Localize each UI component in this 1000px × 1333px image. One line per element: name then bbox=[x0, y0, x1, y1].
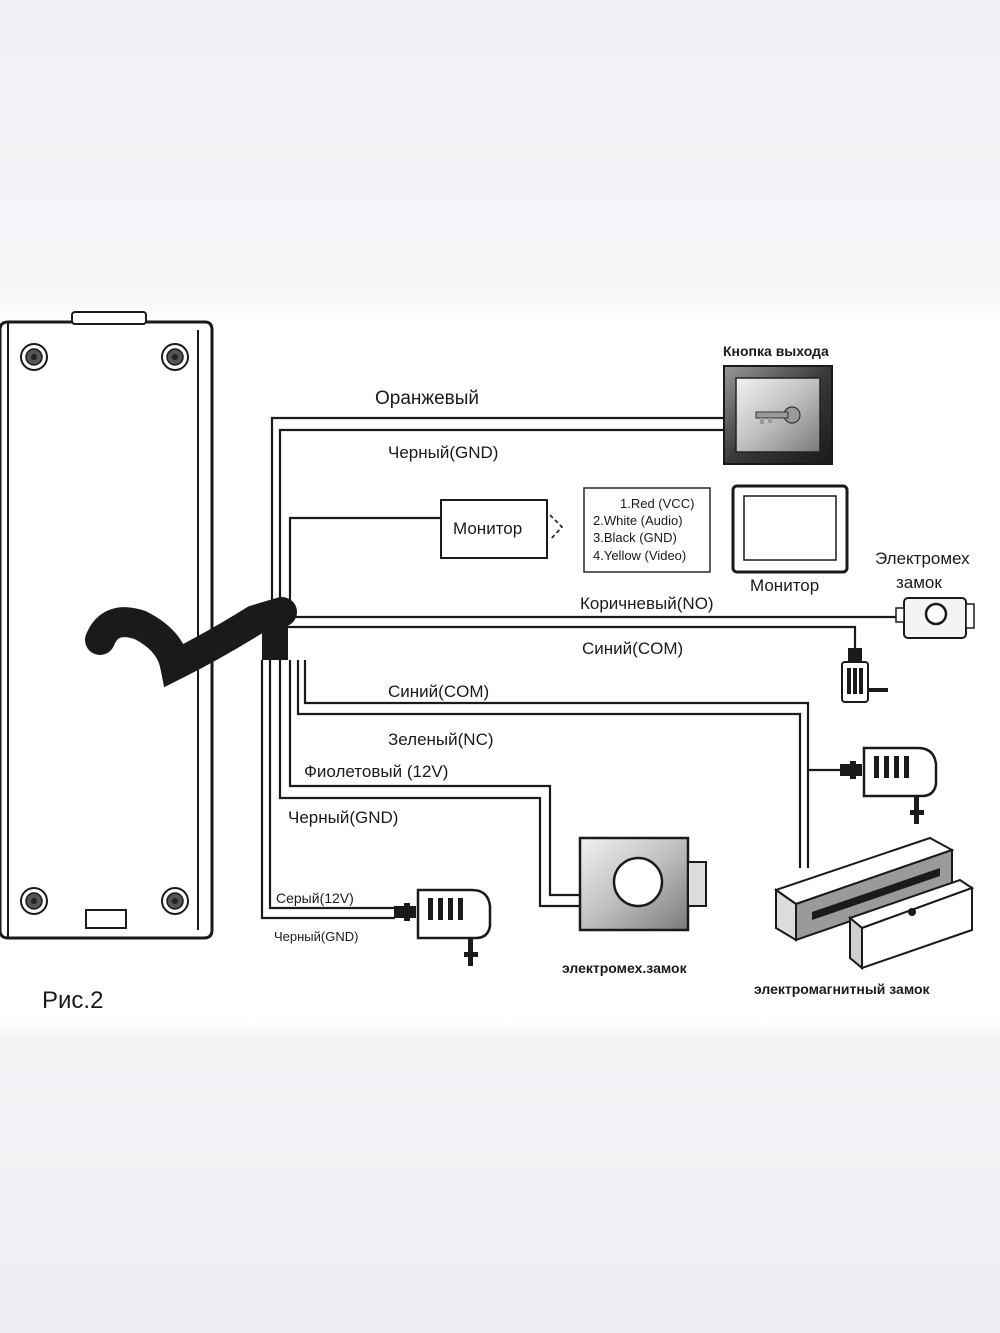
magnetic-lock-label: электромагнитный замок bbox=[754, 981, 931, 997]
screw-icon bbox=[161, 343, 189, 371]
pinout-line-2: 2.White (Audio) bbox=[593, 513, 683, 528]
screw-icon bbox=[161, 887, 189, 915]
wire-black-gnd-mid bbox=[278, 660, 580, 908]
figure-label: Рис.2 bbox=[42, 987, 103, 1014]
exit-button-device bbox=[723, 365, 833, 465]
electromech-lock-top-label-1: Электромех bbox=[875, 549, 970, 568]
wire-blue-com-left bbox=[303, 660, 810, 868]
electromech-lock-top-device bbox=[895, 597, 975, 639]
key-icon bbox=[755, 406, 801, 424]
monitor-box-label: Монитор bbox=[453, 519, 522, 538]
pinout-line-1: 1.Red (VCC) bbox=[620, 496, 694, 511]
wire-blue-com-right bbox=[288, 625, 857, 648]
wire-label-black-gnd-top: Черный(GND) bbox=[388, 443, 498, 462]
cable-bundle bbox=[85, 597, 297, 688]
electromech-lock-bottom-device bbox=[578, 836, 707, 932]
monitor-device bbox=[731, 484, 849, 574]
pinout-line-3: 3.Black (GND) bbox=[593, 530, 677, 545]
wire-label-green-nc: Зеленый(NC) bbox=[388, 730, 494, 749]
wire-orange bbox=[270, 416, 728, 612]
wire-black-gnd-top bbox=[278, 428, 728, 612]
power-adapter-icon bbox=[838, 746, 938, 826]
magnetic-lock-device bbox=[773, 836, 975, 971]
wire-label-blue-com-left: Синий(COM) bbox=[388, 682, 489, 701]
wire-green-nc bbox=[296, 660, 802, 868]
wire-monitor bbox=[288, 516, 440, 612]
pinout-line-4: 4.Yellow (Video) bbox=[593, 548, 686, 563]
labels: Кнопка выхода Оранжевый Черный(GND) Мони… bbox=[42, 343, 970, 1014]
screw-icon bbox=[20, 343, 48, 371]
wire-label-blue-com-right: Синий(COM) bbox=[582, 639, 683, 658]
electromech-lock-bottom-label: электромех.замок bbox=[562, 960, 688, 976]
exit-button-label: Кнопка выхода bbox=[723, 343, 829, 359]
pinout-box bbox=[583, 487, 711, 573]
monitor-device-label: Монитор bbox=[750, 576, 819, 595]
power-adapter-icon bbox=[392, 888, 492, 968]
wire-label-violet-12v: Фиолетовый (12V) bbox=[304, 762, 448, 781]
wire-label-grey-12v: Серый(12V) bbox=[276, 890, 354, 906]
wire-grey-12v bbox=[268, 660, 395, 910]
monitor-box bbox=[440, 499, 564, 559]
wires bbox=[260, 416, 905, 920]
screw-icon bbox=[20, 887, 48, 915]
power-plug-small-icon bbox=[841, 648, 888, 703]
wire-violet-12v bbox=[288, 660, 580, 897]
wire-label-brown-no: Коричневый(NO) bbox=[580, 594, 714, 613]
wire-label-orange: Оранжевый bbox=[375, 388, 479, 409]
wire-label-black-gnd-bottom: Черный(GND) bbox=[274, 929, 358, 944]
wire-label-black-gnd-mid: Черный(GND) bbox=[288, 808, 398, 827]
wire-black-gnd-bottom bbox=[260, 660, 395, 920]
electromech-lock-top-label-2: замок bbox=[896, 573, 942, 592]
